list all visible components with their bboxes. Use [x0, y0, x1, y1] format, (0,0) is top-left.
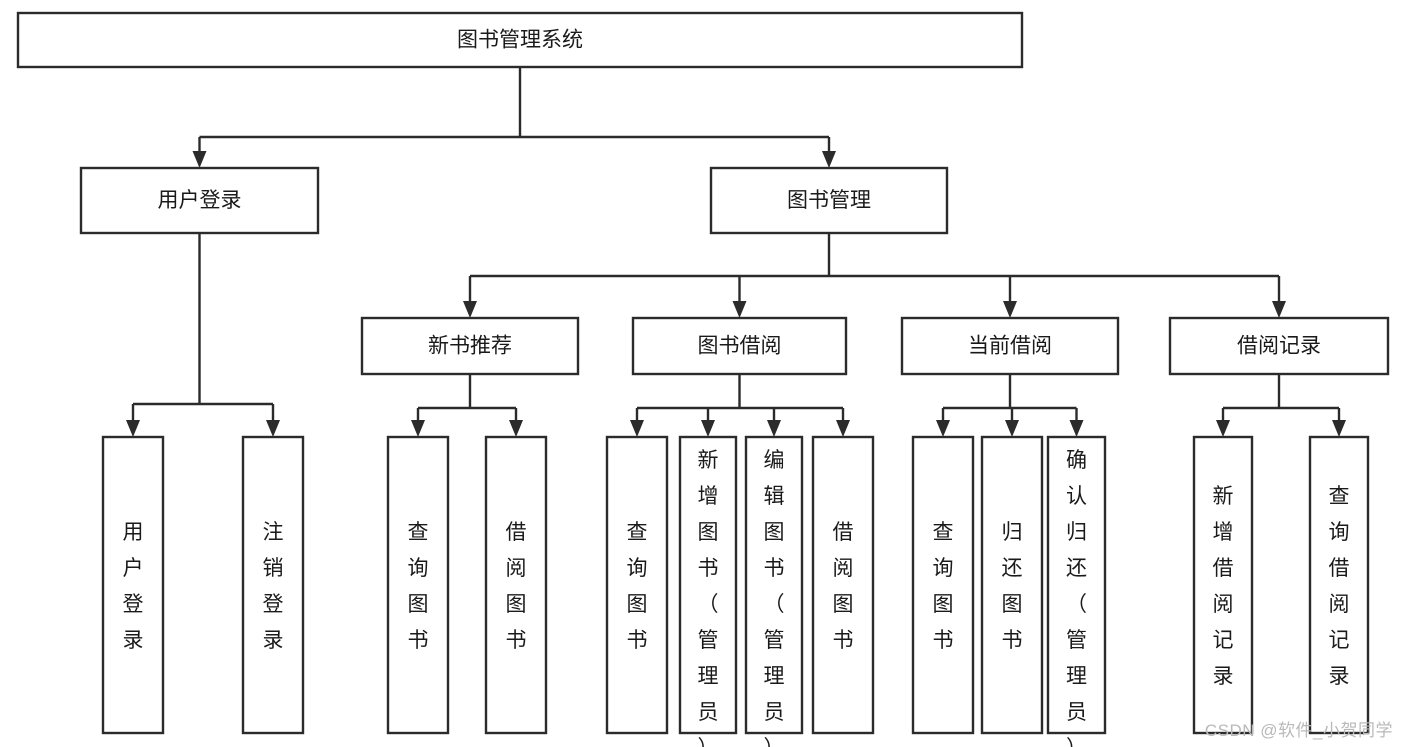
node-box-leaf-borrow-book-2[interactable]: [811, 435, 875, 735]
arrow-head-icon: [836, 420, 850, 437]
node-box-book-borrow[interactable]: [631, 316, 848, 376]
node-leaf-borrow-book-2[interactable]: 借阅图书: [811, 435, 875, 735]
watermark-text: CSDN @软件_小贺同学: [1204, 721, 1393, 740]
node-box-leaf-logout[interactable]: [241, 435, 305, 735]
node-box-leaf-borrow-book-1[interactable]: [484, 435, 548, 735]
node-box-leaf-query-book-1[interactable]: [386, 435, 450, 735]
node-box-leaf-query-record[interactable]: [1308, 435, 1370, 735]
node-current-borrow[interactable]: 当前借阅: [900, 316, 1120, 376]
node-box-leaf-query-book-3[interactable]: [911, 435, 975, 735]
node-box-leaf-add-record[interactable]: [1192, 435, 1254, 735]
node-leaf-return-book[interactable]: 归还图书: [980, 435, 1044, 735]
node-label-leaf-user-login: 用户登录: [123, 521, 144, 652]
arrow-head-icon: [936, 420, 950, 437]
arrow-head-icon: [463, 301, 477, 318]
arrow-head-icon: [767, 420, 781, 437]
arrow-head-icon: [732, 301, 747, 318]
connector-group-new-book-rec: [411, 374, 523, 437]
node-box-user-login[interactable]: [79, 166, 320, 235]
node-label-book-borrow: 图书借阅: [698, 335, 782, 358]
node-label-leaf-return-book: 归还图书: [1002, 521, 1023, 652]
node-book-manage[interactable]: 图书管理: [709, 166, 949, 235]
node-box-borrow-record[interactable]: [1168, 316, 1390, 376]
arrow-head-icon: [630, 420, 644, 437]
node-label-root: 图书管理系统: [457, 29, 583, 52]
node-leaf-add-book[interactable]: 新增图书（管理员）: [678, 435, 738, 747]
node-borrow-record[interactable]: 借阅记录: [1168, 316, 1390, 376]
arrow-head-icon: [701, 420, 715, 437]
node-box-leaf-return-book[interactable]: [980, 435, 1044, 735]
node-box-root[interactable]: [16, 11, 1024, 69]
connector-group-book-borrow: [630, 374, 850, 437]
node-label-leaf-add-record: 新增借阅记录: [1213, 485, 1234, 688]
node-leaf-query-record[interactable]: 查询借阅记录: [1308, 435, 1370, 735]
node-leaf-confirm-return[interactable]: 确认归还（管理员）: [1046, 435, 1107, 747]
node-label-leaf-query-book-1: 查询图书: [408, 521, 429, 652]
arrow-head-icon: [1069, 420, 1084, 437]
node-label-leaf-logout: 注销登录: [263, 521, 284, 652]
node-leaf-query-book-2[interactable]: 查询图书: [605, 435, 669, 735]
arrow-head-icon: [822, 151, 836, 168]
node-box-leaf-edit-book[interactable]: [744, 435, 804, 735]
connector-group-root: [192, 67, 836, 168]
arrow-head-icon: [126, 420, 140, 437]
node-label-leaf-query-book-2: 查询图书: [627, 521, 648, 652]
node-leaf-logout[interactable]: 注销登录: [241, 435, 305, 735]
node-box-new-book-rec[interactable]: [360, 316, 580, 376]
arrow-head-icon: [1005, 420, 1019, 437]
node-box-leaf-query-book-2[interactable]: [605, 435, 669, 735]
arrow-head-icon: [1003, 301, 1017, 318]
node-leaf-query-book-1[interactable]: 查询图书: [386, 435, 450, 735]
node-box-current-borrow[interactable]: [900, 316, 1120, 376]
node-label-book-manage: 图书管理: [787, 189, 871, 212]
arrow-head-icon: [411, 420, 425, 437]
connector-group-current-borrow: [936, 374, 1084, 437]
connector-group-borrow-record: [1216, 374, 1346, 437]
node-root[interactable]: 图书管理系统: [16, 11, 1024, 69]
node-label-user-login: 用户登录: [158, 189, 242, 212]
node-leaf-borrow-book-1[interactable]: 借阅图书: [484, 435, 548, 735]
node-label-borrow-record: 借阅记录: [1237, 335, 1321, 358]
node-label-leaf-query-record: 查询借阅记录: [1329, 485, 1350, 688]
node-label-leaf-add-book: 新增图书（管理员）: [698, 449, 719, 747]
node-layer: 图书管理系统用户登录图书管理新书推荐图书借阅当前借阅借阅记录用户登录注销登录查询…: [16, 11, 1390, 747]
arrow-head-icon: [192, 151, 207, 168]
node-box-leaf-confirm-return[interactable]: [1046, 435, 1107, 735]
arrow-head-icon: [509, 420, 523, 437]
arrow-head-icon: [1332, 420, 1346, 437]
node-box-leaf-user-login[interactable]: [101, 435, 165, 735]
connector-group-book-manage: [463, 233, 1286, 318]
arrow-head-icon: [1216, 420, 1230, 437]
node-box-leaf-add-book[interactable]: [678, 435, 738, 735]
node-box-book-manage[interactable]: [709, 166, 949, 235]
node-leaf-query-book-3[interactable]: 查询图书: [911, 435, 975, 735]
arrow-head-icon: [1272, 301, 1286, 318]
node-leaf-user-login[interactable]: 用户登录: [101, 435, 165, 735]
connector-group-user-login: [126, 233, 280, 437]
arrow-head-icon: [266, 420, 280, 437]
connector-layer: [126, 67, 1346, 437]
node-leaf-add-record[interactable]: 新增借阅记录: [1192, 435, 1254, 735]
node-leaf-edit-book[interactable]: 编辑图书（管理员）: [744, 435, 804, 747]
node-label-leaf-query-book-3: 查询图书: [933, 521, 954, 652]
node-user-login[interactable]: 用户登录: [79, 166, 320, 235]
node-label-leaf-borrow-book-2: 借阅图书: [833, 521, 854, 652]
node-label-new-book-rec: 新书推荐: [428, 335, 512, 358]
node-label-leaf-borrow-book-1: 借阅图书: [506, 521, 527, 652]
node-book-borrow[interactable]: 图书借阅: [631, 316, 848, 376]
node-label-leaf-edit-book: 编辑图书（管理员）: [764, 449, 785, 747]
node-new-book-rec[interactable]: 新书推荐: [360, 316, 580, 376]
node-label-leaf-confirm-return: 确认归还（管理员）: [1066, 449, 1087, 747]
node-label-current-borrow: 当前借阅: [968, 335, 1052, 358]
